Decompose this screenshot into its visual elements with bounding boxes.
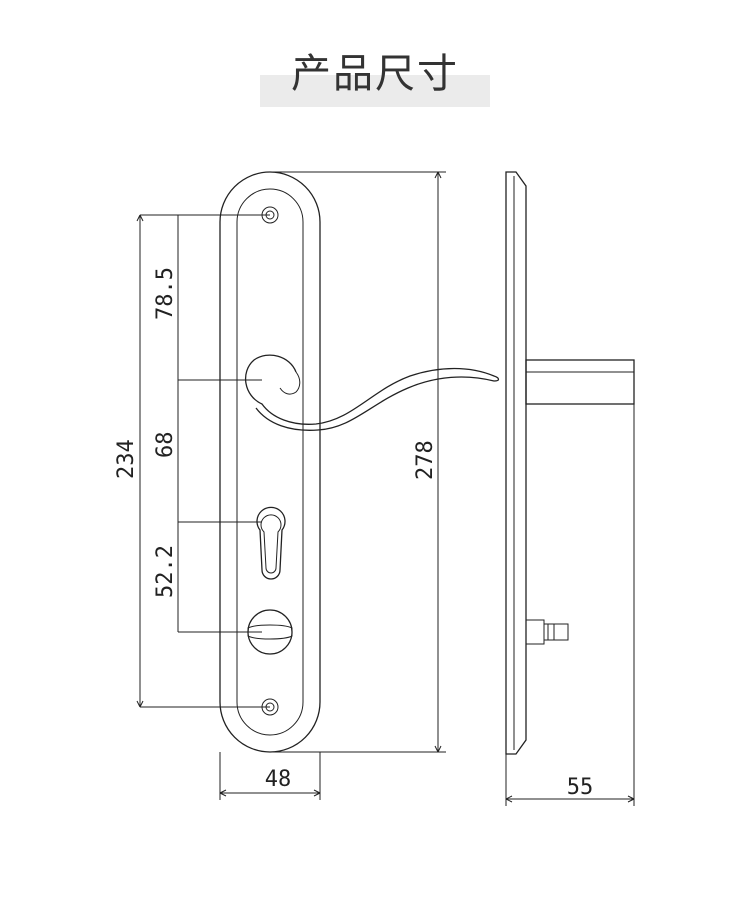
- dim-78-5-label: 78.5: [153, 267, 178, 320]
- dim-234-label: 234: [114, 439, 139, 479]
- backplate-inner: [236, 188, 304, 736]
- dim-52-2-label: 52.2: [153, 545, 178, 598]
- dim-278-label: 278: [413, 440, 438, 480]
- dimension-lines: [136, 171, 446, 800]
- side-spindle-icon: [525, 619, 569, 645]
- dim-68-label: 68: [153, 432, 178, 459]
- backplate-outer: [219, 171, 321, 753]
- side-handle-neck: [525, 359, 635, 405]
- title-area: 产品尺寸: [0, 0, 750, 120]
- title-background-band: [260, 75, 490, 107]
- dim-48-label: 48: [265, 767, 292, 792]
- lever-handle-icon: [244, 354, 500, 431]
- side-view: [505, 171, 635, 806]
- dim-55-label: 55: [567, 775, 594, 800]
- front-view: [219, 171, 500, 753]
- page-title: 产品尺寸: [291, 51, 459, 97]
- keyhole-icon: [256, 506, 286, 580]
- side-plate-outer: [505, 171, 527, 755]
